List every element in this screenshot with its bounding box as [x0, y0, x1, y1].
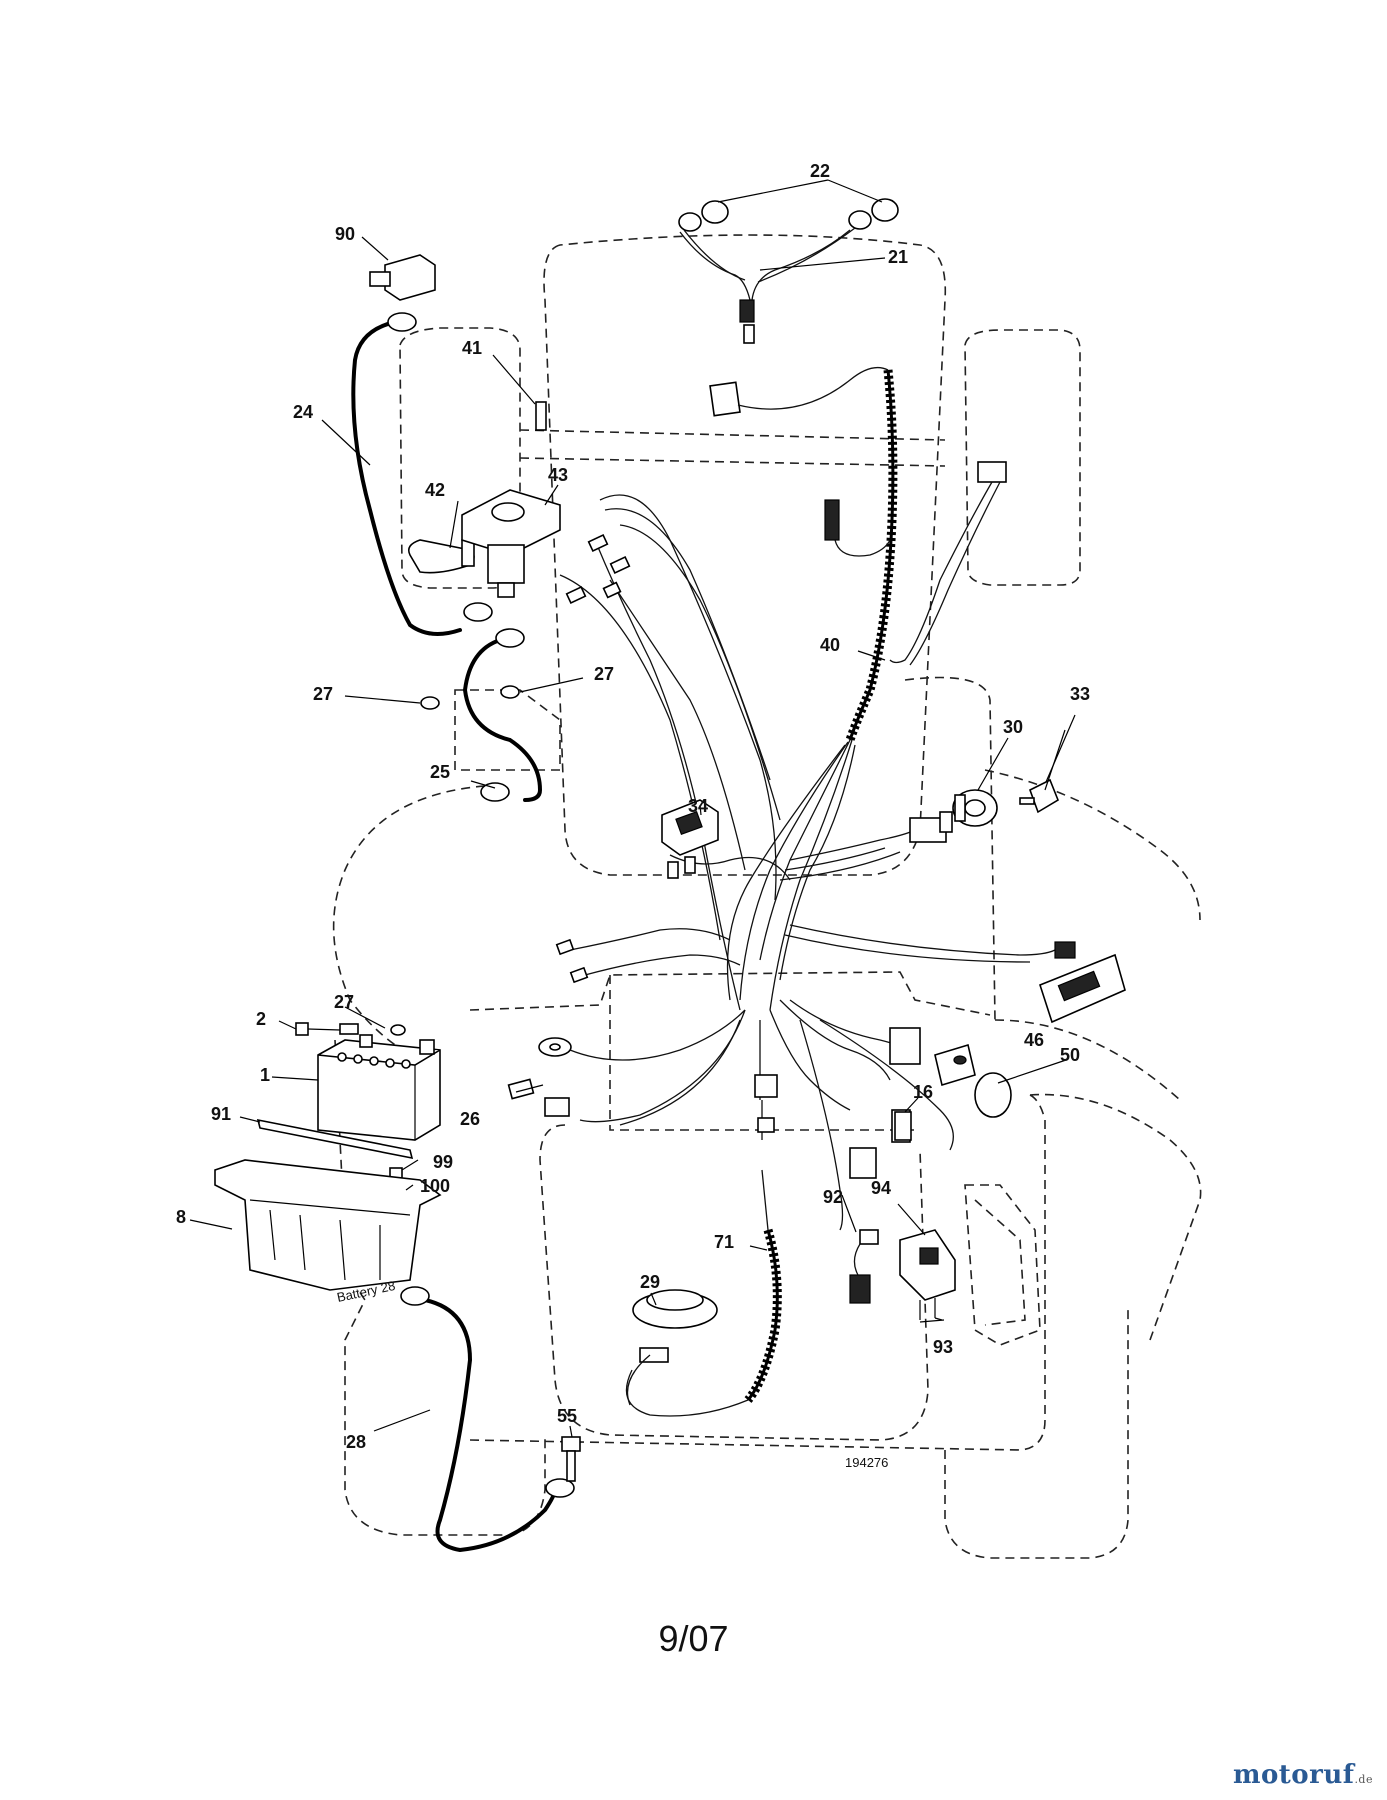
parts: [369, 254, 1126, 1482]
callout-1: 1: [260, 1065, 270, 1085]
callout-25: 25: [430, 762, 450, 782]
callout-27-battery: 27: [334, 992, 354, 1012]
callout-21: 21: [888, 247, 908, 267]
headlight-assembly: [678, 198, 899, 344]
callout-29: 29: [640, 1272, 660, 1292]
callout-24: 24: [293, 402, 313, 422]
callout-92: 92: [823, 1187, 843, 1207]
callout-33: 33: [1070, 684, 1090, 704]
callout-100: 100: [420, 1176, 450, 1196]
callout-55: 55: [557, 1406, 577, 1426]
main-wire-harness: [538, 366, 1076, 1417]
callout-93: 93: [933, 1337, 953, 1357]
callout-leaders: [189, 179, 1076, 1438]
cables: [351, 312, 575, 1553]
callout-2: 2: [256, 1009, 266, 1029]
callout-99: 99: [433, 1152, 453, 1172]
callout-91: 91: [211, 1104, 231, 1124]
callout-34: 34: [688, 796, 708, 816]
watermark-logo: motoruf.de: [1233, 1760, 1373, 1790]
callout-26: 26: [460, 1109, 480, 1129]
callout-43: 43: [548, 465, 568, 485]
callout-94: 94: [871, 1178, 891, 1198]
callout-22: 22: [810, 161, 830, 181]
battery-assembly: [214, 1022, 442, 1291]
watermark-tld: .de: [1354, 1773, 1373, 1786]
callout-28: 28: [346, 1432, 366, 1452]
drawing-number: 194276: [845, 1455, 888, 1470]
callout-40: 40: [820, 635, 840, 655]
page-label: 9/07: [658, 1618, 729, 1659]
callout-27-right: 27: [594, 664, 614, 684]
callout-90: 90: [335, 224, 355, 244]
callout-50: 50: [1060, 1045, 1080, 1065]
callout-46: 46: [1024, 1030, 1044, 1050]
callout-27-left: 27: [313, 684, 333, 704]
callout-30: 30: [1003, 717, 1023, 737]
callout-8: 8: [176, 1207, 186, 1227]
callout-71: 71: [714, 1232, 734, 1252]
callout-41: 41: [462, 338, 482, 358]
watermark-name: motoruf: [1232, 1760, 1355, 1790]
callout-42: 42: [425, 480, 445, 500]
callout-16: 16: [913, 1082, 933, 1102]
callout-labels: 22 21 90 41 24 43 42 40 27 27 33 30 25 3…: [176, 161, 1090, 1470]
